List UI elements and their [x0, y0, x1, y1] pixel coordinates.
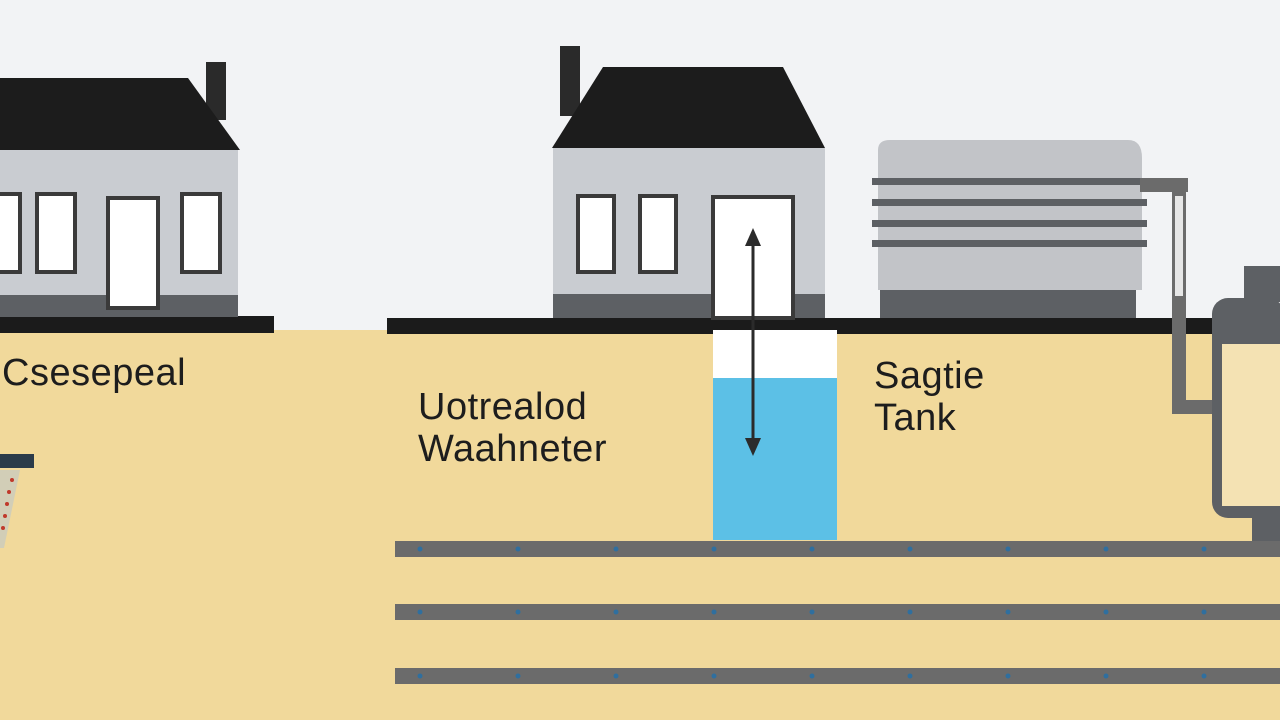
drain-pipe-perforation — [417, 673, 423, 679]
middle-house-chimney — [560, 46, 580, 116]
untreated-wastewater-label: Uotrealod Waahneter — [418, 386, 607, 470]
septic-tank-label: Sagtie Tank — [874, 355, 985, 439]
drain-pipe-perforation — [907, 609, 913, 615]
drain-pipe-perforation — [417, 609, 423, 615]
buried-tank-cap — [1244, 266, 1280, 302]
drain-pipe-perforation — [809, 546, 815, 552]
well-shaft — [713, 228, 837, 540]
middle-house-window — [576, 194, 616, 274]
buried-tank-interior — [1222, 344, 1280, 506]
drain-pipe-perforation — [515, 609, 521, 615]
drain-pipe-icon — [395, 604, 1280, 620]
left-house-door — [106, 196, 160, 310]
cesspool-dot — [10, 478, 14, 482]
cesspool-pit-cap — [0, 454, 34, 468]
drain-pipe-perforation — [515, 546, 521, 552]
drain-pipe-perforation — [1005, 546, 1011, 552]
well-shaft-upper — [713, 330, 837, 380]
left-house — [0, 62, 240, 317]
drain-pipe-perforations — [417, 546, 1207, 679]
drain-pipe-icon — [395, 668, 1280, 684]
double-headed-arrow-icon — [745, 438, 761, 456]
drain-pipe-perforation — [711, 546, 717, 552]
septic-tank-outlet-pipe — [1140, 178, 1188, 192]
middle-house — [552, 46, 825, 320]
drain-pipe-perforation — [417, 546, 423, 552]
drain-pipe-perforation — [1201, 609, 1207, 615]
drain-pipe-perforation — [613, 673, 619, 679]
drain-pipe-perforation — [907, 546, 913, 552]
drain-pipe-perforation — [1103, 673, 1109, 679]
drain-pipe-perforation — [711, 673, 717, 679]
cesspool-pit-wall — [0, 470, 20, 548]
well-water — [713, 378, 837, 540]
cesspool-dot — [1, 526, 5, 530]
septic-tank-label-line2: Tank — [874, 397, 957, 439]
left-house-chimney — [206, 62, 226, 120]
untreated-wastewater-label-line1: Uotrealod — [418, 386, 588, 428]
drain-pipe-perforation — [1005, 673, 1011, 679]
septic-tank-band — [872, 178, 1147, 185]
double-headed-arrow-icon — [745, 228, 761, 246]
drain-pipe-icon — [395, 541, 1280, 557]
drain-pipe-perforation — [1103, 609, 1109, 615]
septic-tank-band — [872, 220, 1147, 227]
buried-tank — [1212, 266, 1280, 548]
septic-tank-outlet-pipe-highlight — [1175, 196, 1183, 296]
septic-tank-label-line1: Sagtie — [874, 355, 985, 397]
drain-pipe-perforation — [613, 609, 619, 615]
middle-house-window — [638, 194, 678, 274]
drain-field — [395, 541, 1280, 684]
soil-background — [0, 330, 1280, 720]
septic-tank-band — [872, 240, 1147, 247]
untreated-wastewater-label-line2: Waahneter — [418, 428, 607, 470]
cesspool-label: Csesepeal — [2, 352, 187, 394]
drain-pipe-perforation — [1201, 673, 1207, 679]
drain-pipe-perforation — [613, 546, 619, 552]
cesspool-pit — [0, 454, 34, 548]
drain-pipe-perforation — [515, 673, 521, 679]
cesspool-dot — [7, 490, 11, 494]
drain-pipe-perforation — [809, 609, 815, 615]
septic-tank-band — [872, 199, 1147, 206]
septic-tank — [872, 140, 1222, 414]
septic-tank-outlet-pipe — [1172, 400, 1222, 414]
drain-pipe-perforation — [1103, 546, 1109, 552]
middle-house-roof — [552, 67, 825, 148]
drain-pipe-perforation — [1201, 546, 1207, 552]
septic-tank-body — [878, 140, 1142, 290]
ground-surface-left — [0, 316, 274, 333]
drain-pipe-perforation — [1005, 609, 1011, 615]
drain-pipe-perforation — [907, 673, 913, 679]
left-house-window — [0, 192, 22, 274]
ground-surface-right — [387, 318, 1280, 334]
left-house-window — [180, 192, 222, 274]
left-house-window — [35, 192, 77, 274]
drain-pipe-perforation — [711, 609, 717, 615]
septic-tank-base — [880, 290, 1136, 318]
drain-pipe-perforation — [809, 673, 815, 679]
cesspool-dot — [3, 514, 7, 518]
left-house-roof — [0, 78, 240, 150]
cesspool-dot — [5, 502, 9, 506]
